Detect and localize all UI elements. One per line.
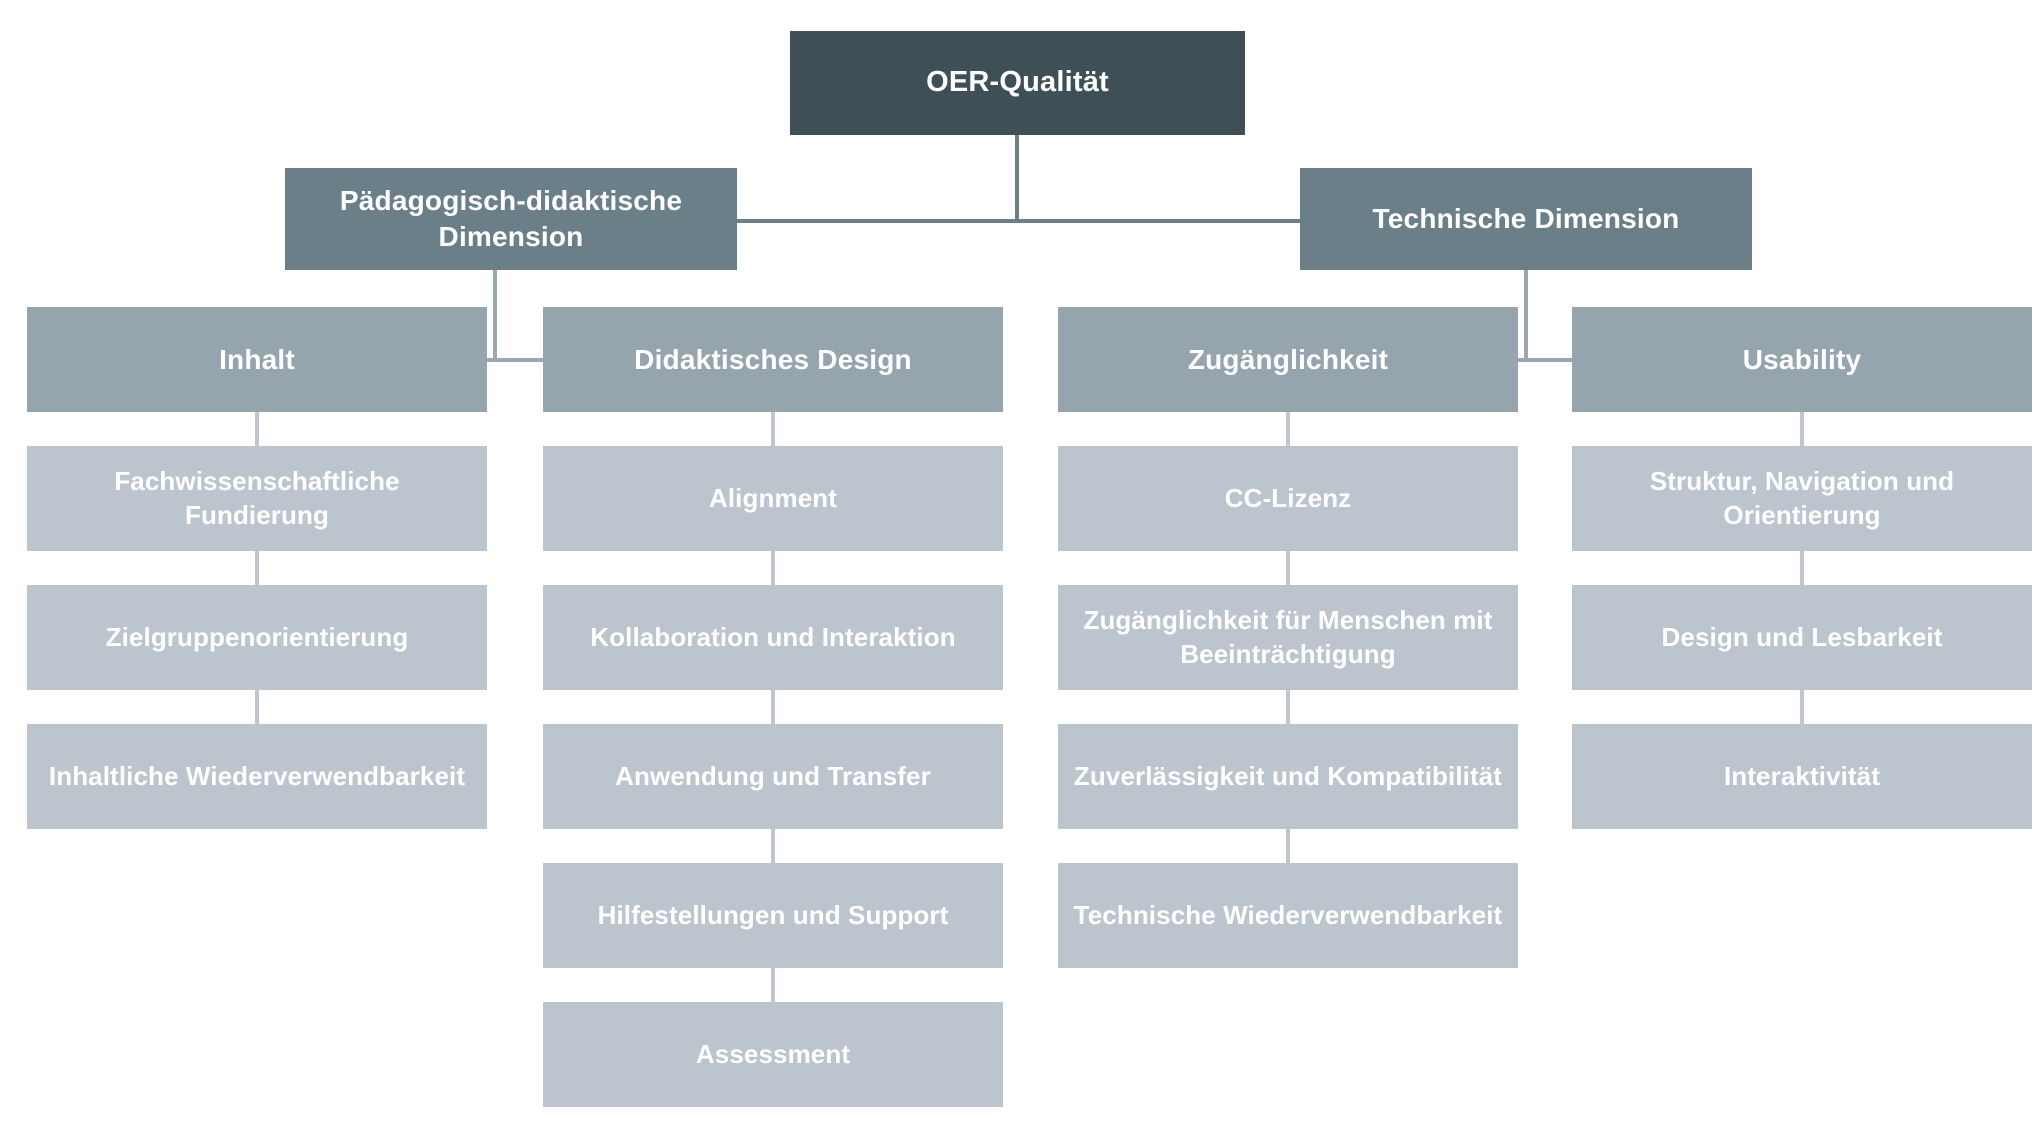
node-didaktisches-design[interactable]: Didaktisches Design [543,307,1003,412]
connector-usability-2 [1800,551,1804,585]
node-oer-qualitaet[interactable]: OER-Qualität [790,31,1245,135]
connector-didaktisches-design-3 [771,690,775,724]
node-technische-dimension[interactable]: Technische Dimension [1300,168,1752,270]
connector-inhalt-3 [255,690,259,724]
node-zuverlaessigkeit-und-kompatibilitaet[interactable]: Zuverlässigkeit und Kompatibilität [1058,724,1518,829]
connector-didaktisches-design-4 [771,829,775,863]
connector-didaktisches-design-1 [771,412,775,446]
node-label: Hilfestellungen und Support [597,899,949,930]
node-label: Zuverlässigkeit und Kompatibilität [1073,760,1503,791]
connector-dimension-left-vertical [493,270,497,362]
connector-zugaenglichkeit-1 [1286,412,1290,446]
connector-usability-1 [1800,412,1804,446]
node-alignment[interactable]: Alignment [543,446,1003,551]
node-label: Technische Dimension [1372,203,1680,235]
node-label: Pädagogisch-didaktische Dimension [339,185,683,252]
connector-inhalt-2 [255,551,259,585]
node-inhaltliche-wiederverwendbarkeit[interactable]: Inhaltliche Wiederverwendbarkeit [27,724,487,829]
node-struktur-navigation-und-orientierung[interactable]: Struktur, Navigation und Orientierung [1572,446,2032,551]
node-inhalt[interactable]: Inhalt [27,307,487,412]
node-label: Design und Lesbarkeit [1661,621,1943,652]
connector-didaktisches-design-5 [771,968,775,1002]
node-label: Inhalt [219,343,295,375]
node-label: Anwendung und Transfer [615,760,931,791]
node-label: Alignment [708,482,837,513]
node-label: Zugänglichkeit für Menschen mit Beeinträ… [1083,605,1493,669]
node-label: CC-Lizenz [1224,482,1352,513]
node-usability[interactable]: Usability [1572,307,2032,412]
node-label: Kollaboration und Interaktion [590,621,956,652]
node-zielgruppenorientierung[interactable]: Zielgruppenorientierung [27,585,487,690]
node-label: Technische Wiederverwendbarkeit [1073,899,1503,930]
node-label: Assessment [695,1038,851,1069]
node-label: Didaktisches Design [634,343,912,375]
node-label: Zielgruppenorientierung [105,621,409,652]
node-label: OER-Qualität [926,66,1109,99]
node-zugaenglichkeit[interactable]: Zugänglichkeit [1058,307,1518,412]
node-cc-lizenz[interactable]: CC-Lizenz [1058,446,1518,551]
node-interaktivitaet[interactable]: Interaktivität [1572,724,2032,829]
connector-inhalt-1 [255,412,259,446]
node-label: Fachwissenschaftliche Fundierung [114,466,400,530]
node-kollaboration-und-interaktion[interactable]: Kollaboration und Interaktion [543,585,1003,690]
connector-dimension-spine [735,219,1301,223]
node-technische-wiederverwendbarkeit[interactable]: Technische Wiederverwendbarkeit [1058,863,1518,968]
node-fachwissenschaftliche-fundierung[interactable]: Fachwissenschaftliche Fundierung [27,446,487,551]
node-label: Interaktivität [1723,760,1880,791]
connector-zugaenglichkeit-3 [1286,690,1290,724]
connector-root-vertical [1015,135,1019,223]
node-zugaenglichkeit-fuer-menschen-mit-beeintraechtigung[interactable]: Zugänglichkeit für Menschen mit Beeinträ… [1058,585,1518,690]
node-label: Inhaltliche Wiederverwendbarkeit [48,760,466,791]
connector-usability-3 [1800,690,1804,724]
connector-zugaenglichkeit-2 [1286,551,1290,585]
node-label: Struktur, Navigation und Orientierung [1649,466,1955,530]
connector-dimension-right-vertical [1524,270,1528,362]
node-design-und-lesbarkeit[interactable]: Design und Lesbarkeit [1572,585,2032,690]
node-label: Usability [1742,343,1862,375]
node-paedagogisch-didaktische-dimension[interactable]: Pädagogisch-didaktische Dimension [285,168,737,270]
node-assessment[interactable]: Assessment [543,1002,1003,1107]
connector-didaktisches-design-2 [771,551,775,585]
node-hilfestellungen-und-support[interactable]: Hilfestellungen und Support [543,863,1003,968]
node-anwendung-und-transfer[interactable]: Anwendung und Transfer [543,724,1003,829]
connector-zugaenglichkeit-4 [1286,829,1290,863]
node-label: Zugänglichkeit [1187,343,1389,375]
